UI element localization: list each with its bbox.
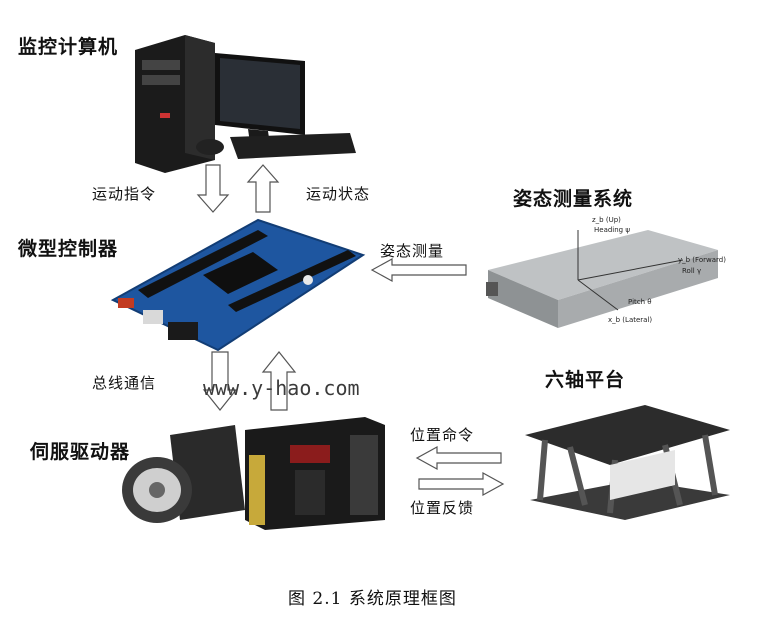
label-servo-driver: 伺服驱动器 [30, 441, 131, 463]
arrow-motion-command [196, 164, 230, 213]
label-bus-communication: 总线通信 [92, 374, 157, 392]
servo-illustration [122, 417, 385, 530]
label-motion-command: 运动指令 [92, 185, 157, 203]
attitude-sensor-illustration: z_b (Up) Heading ψ y_b (Forward) Roll γ … [486, 216, 726, 328]
controller-board-illustration [110, 218, 366, 352]
sensor-axis-up: z_b (Up) [592, 216, 621, 224]
label-monitor-pc: 监控计算机 [18, 36, 119, 58]
label-micro-controller: 微型控制器 [18, 238, 119, 260]
arrow-bus-down [202, 351, 238, 411]
arrow-position-feedback [418, 471, 505, 497]
label-attitude-system: 姿态测量系统 [513, 188, 634, 210]
computer-illustration [135, 35, 356, 173]
arrows-bus-communication [202, 351, 297, 411]
label-position-feedback: 位置反馈 [410, 499, 475, 517]
sensor-axis-roll: Roll γ [682, 267, 701, 275]
arrow-motion-state [246, 164, 280, 213]
arrow-bus-up [261, 351, 297, 411]
label-position-command: 位置命令 [410, 426, 475, 444]
figure-caption: 图 2.1 系统原理框图 [288, 589, 457, 609]
label-motion-state: 运动状态 [306, 185, 371, 203]
sensor-axis-pitch: Pitch θ [628, 298, 652, 306]
sensor-axis-forward: y_b (Forward) [678, 256, 726, 264]
watermark-text: www.y-hao.com [203, 376, 360, 400]
six-axis-platform-illustration [525, 405, 730, 520]
arrow-attitude-measure [370, 257, 467, 283]
label-six-axis-platform: 六轴平台 [545, 369, 626, 391]
arrows-pc-controller [196, 164, 280, 213]
arrow-position-command [415, 445, 502, 471]
arrows-position-signals [415, 445, 505, 497]
sensor-axis-lateral: x_b (Lateral) [608, 316, 652, 324]
sensor-axis-heading: Heading ψ [594, 226, 630, 234]
label-attitude-measure: 姿态测量 [380, 242, 445, 260]
